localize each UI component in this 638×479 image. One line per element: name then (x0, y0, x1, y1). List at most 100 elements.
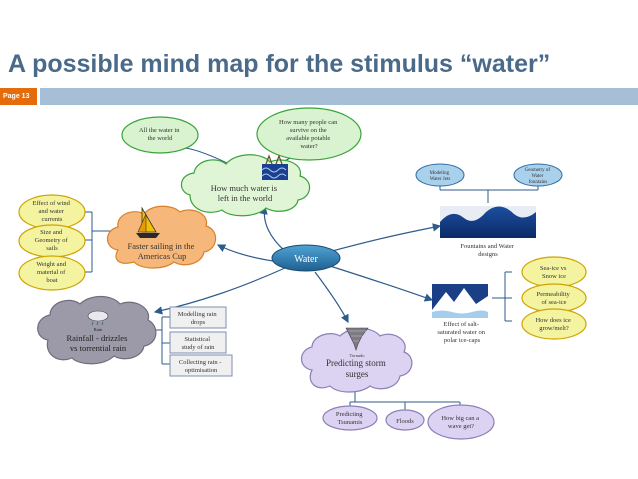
node-wave-size: How big can a wave get? (427, 404, 495, 440)
modrain-line-1: Modelling rain (178, 311, 218, 318)
svg-text:All the water in the wor: All the water in the world (139, 127, 181, 142)
wind-line-3: currents (42, 216, 63, 223)
svg-text:Modeling Water Jets: Modeling Water Jets (430, 171, 451, 182)
link-water-rainfall (153, 267, 286, 315)
node-how-much-water: How much water is left in the world (180, 154, 311, 217)
node-floods: Floods (385, 409, 425, 431)
node-polar-icecaps: Effect of salt- saturated water on polar… (432, 284, 488, 344)
svg-text:How much water is left i: How much water is left in the world (211, 183, 279, 203)
svg-text:Permeability of sea-ice: Permeability of sea-ice (537, 291, 572, 306)
node-sea-ice: Sea-ice vs Snow ice (521, 256, 587, 288)
svg-text:Geometry of Water: Geometry of Water fountains (525, 168, 552, 185)
link-storm-branches (349, 392, 461, 410)
fountains-line-1: Fountains and Water (460, 243, 514, 250)
rain-caption: Rain (94, 327, 103, 332)
size-line-2: Geometry of (35, 237, 69, 244)
node-ice-grow: How does ice grow/melt? (521, 308, 587, 340)
svg-text:How many people can surv: How many people can survive on the avail… (279, 119, 339, 150)
node-rainfall: Rain Rainfall - drizzles vs torrential r… (37, 295, 157, 365)
svg-text:How big can a wave get?: How big can a wave get? (441, 415, 480, 430)
collrain-line-2: optimisation (185, 367, 218, 374)
tornado-icon (345, 327, 369, 351)
seaice-line-1: Sea-ice vs (540, 265, 567, 272)
rain-cloud-icon (87, 310, 109, 326)
link-water-fountains (324, 223, 442, 254)
svg-text:Modelling rain drops: Modelling rain drops (178, 311, 218, 326)
icegrow-line-1: How does ice (535, 317, 570, 324)
node-collecting-rain: Collecting rain - optimisation (169, 354, 233, 377)
sailboat-icon (136, 206, 160, 238)
connector-lines (83, 147, 539, 410)
svg-text:Size and Geometry of: Size and Geometry of sails (35, 229, 70, 252)
howmuch-line-1: How much water is (211, 183, 277, 193)
sailing-line-1: Faster sailing in the (128, 241, 195, 251)
node-permeability: Permeability of sea-ice (521, 283, 587, 313)
size-line-3: sails (46, 245, 58, 252)
howmuch-line-2: left in the world (218, 193, 273, 203)
node-effect-wind: Effect of wind and water currents (18, 194, 86, 230)
page-number-tag: Page 13 (0, 88, 37, 105)
perm-line-2: of sea-ice (541, 299, 566, 306)
node-storm-surges: Tornado Predicting storm surges (300, 327, 413, 393)
statrain-line-1: Statistical (184, 336, 210, 343)
slide-title: A possible mind map for the stimulus “wa… (8, 50, 551, 78)
jets-line-1: Modeling (430, 171, 450, 176)
node-tsunamis: Predicting Tsunamis (322, 405, 378, 431)
link-icecaps-branches (492, 271, 512, 322)
wave-crest-icon (440, 206, 536, 222)
svg-text:Rainfall - drizzles vs t: Rainfall - drizzles vs torrential rain (66, 333, 129, 353)
sailing-line-2: Americas Cup (138, 251, 187, 261)
weight-line-3: boat (46, 277, 57, 284)
rainfall-line-1: Rainfall - drizzles (66, 333, 127, 343)
link-water-howmuch (259, 205, 286, 252)
people-line-1: How many people can (279, 119, 338, 126)
icegrow-line-2: grow/melt? (539, 325, 569, 332)
fountains-line-2: designs (478, 251, 498, 258)
tsunami-line-1: Predicting (336, 411, 363, 418)
iceberg-icon (432, 288, 488, 318)
floods-label: Floods (396, 418, 414, 425)
node-water-center: Water (271, 244, 341, 272)
modrain-line-2: drops (191, 319, 206, 326)
node-weight-material: Weight and material of boat (18, 255, 86, 291)
node-geometry-fountains: Geometry of Water fountains (513, 163, 563, 187)
node-how-many-people: How many people can survive on the avail… (256, 107, 362, 161)
wave-line-1: How big can a (441, 415, 479, 422)
node-modelling-rain: Modelling rain drops (169, 306, 227, 329)
link-water-icecaps (329, 265, 434, 302)
weight-line-1: Weight and (36, 261, 66, 268)
svg-text:Predicting storm surges: Predicting storm surges (326, 358, 388, 379)
people-line-4: water? (300, 143, 317, 150)
statrain-line-2: study of rain (182, 344, 216, 351)
svg-text:Fountains and Water desi: Fountains and Water designs (460, 243, 515, 258)
link-water-sailing (216, 244, 281, 263)
svg-text:Effect of salt- saturate: Effect of salt- saturated water on polar… (437, 321, 486, 344)
svg-text:Weight and material of: Weight and material of boat (36, 261, 67, 284)
collrain-line-1: Collecting rain - (179, 359, 222, 366)
wind-line-2: and water (38, 208, 64, 215)
svg-text:How does ice grow/melt?: How does ice grow/melt? (535, 317, 572, 332)
wind-line-1: Effect of wind (32, 200, 70, 207)
node-size-geometry: Size and Geometry of sails (18, 224, 86, 258)
size-line-1: Size and (40, 229, 63, 236)
waves-icon (261, 154, 288, 180)
geom-line-2: Water (531, 174, 543, 179)
weight-line-2: material of (37, 269, 66, 276)
node-faster-sailing: Faster sailing in the Americas Cup (106, 205, 217, 269)
link-rainfall-branches (152, 316, 170, 365)
salt-line-1: Effect of salt- (443, 321, 479, 328)
link-water-storm (314, 271, 349, 324)
svg-text:Collecting rain - optimi: Collecting rain - optimisation (179, 359, 223, 374)
link-fountains-branches (439, 184, 539, 203)
all-water-line-2: the world (148, 135, 173, 142)
svg-text:Statistical study of rai: Statistical study of rain (182, 336, 216, 351)
center-label: Water (294, 254, 318, 265)
svg-text:Faster sailing in the Am: Faster sailing in the Americas Cup (128, 241, 197, 261)
node-modeling-water-jets: Modeling Water Jets (415, 163, 465, 187)
all-water-line-1: All the water in (139, 127, 180, 134)
rainfall-line-2: vs torrential rain (70, 343, 127, 353)
seaice-line-2: Snow ice (542, 273, 566, 280)
header-band (40, 88, 638, 105)
storm-line-1: Predicting storm (326, 358, 386, 368)
